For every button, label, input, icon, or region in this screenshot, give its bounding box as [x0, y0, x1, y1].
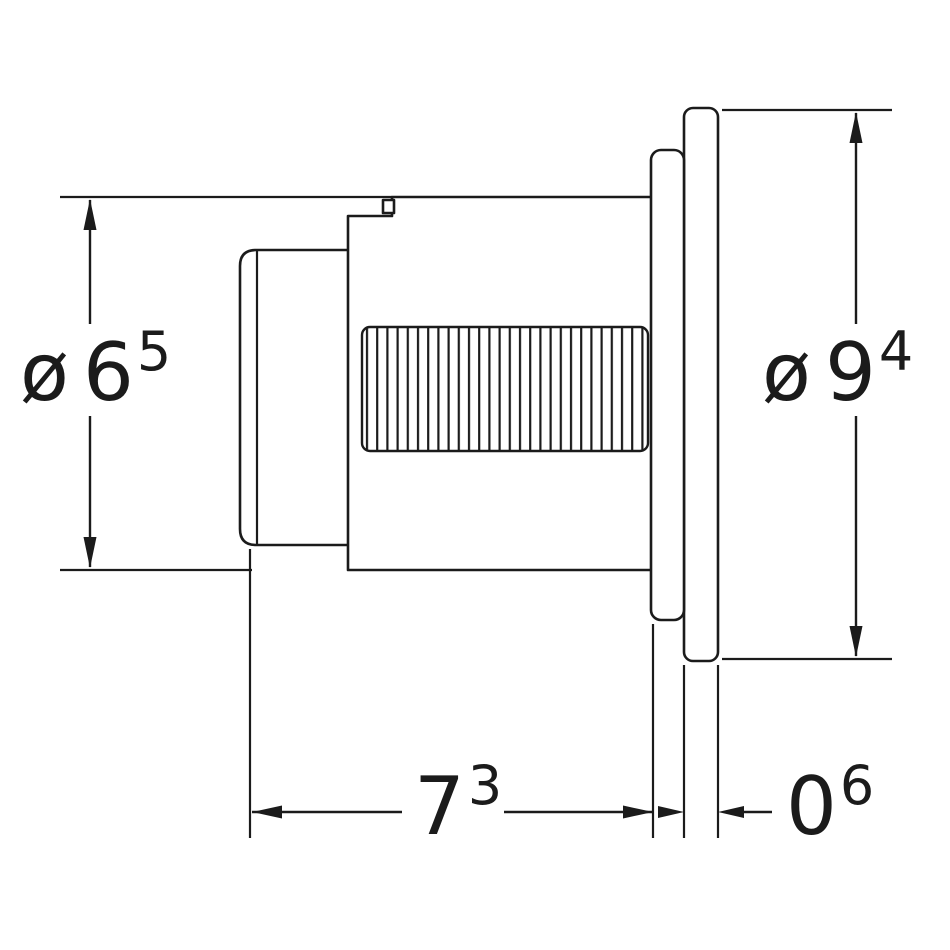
arrowhead-left-icon — [718, 806, 744, 818]
dim-label-protrusion: 06 — [786, 754, 874, 853]
ribbed-grip-band — [360, 325, 650, 453]
extension-lines — [60, 108, 892, 838]
push-button-cap — [238, 248, 348, 547]
arrowhead-down-icon — [849, 626, 863, 657]
arrowhead-left-icon — [252, 805, 282, 819]
actuator-part-views — [238, 106, 720, 663]
arrowhead-up-icon — [849, 112, 863, 143]
dimension-protrusion — [658, 806, 772, 818]
label-mask-depth — [402, 754, 504, 850]
mounting-collar — [649, 148, 686, 622]
latch-detail — [381, 198, 396, 215]
wall-plate — [682, 106, 720, 663]
arrowhead-right-icon — [623, 805, 653, 819]
label-mask-left — [14, 324, 186, 416]
dim-label-depth: 73 — [414, 754, 502, 853]
arrowhead-down-icon — [83, 537, 97, 568]
arrowhead-up-icon — [83, 199, 97, 230]
label-mask-right — [754, 324, 938, 416]
arrowhead-right-icon — [658, 806, 684, 818]
